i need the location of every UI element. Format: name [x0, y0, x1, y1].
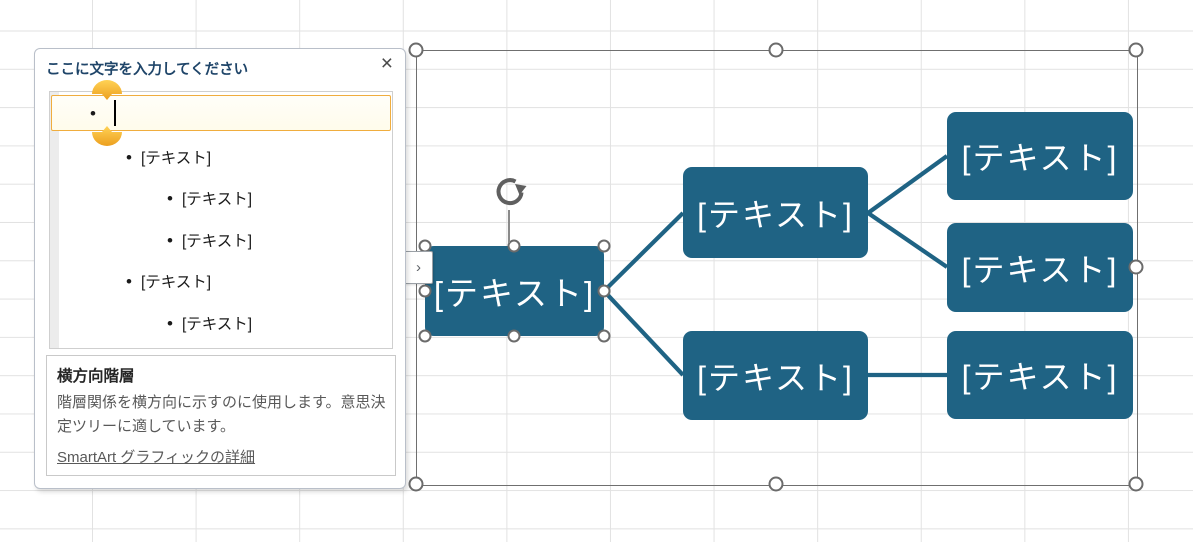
chevron-right-icon: ›	[416, 259, 421, 276]
canvas-resize-handle-top-left[interactable]	[408, 42, 424, 58]
text-pane-toggle-button[interactable]: ›	[404, 251, 433, 284]
smartart-node-leaf-top[interactable]: [テキスト]	[947, 112, 1133, 200]
outline-entry-text: [テキスト]	[181, 233, 253, 250]
outline-entry-text: [テキスト]	[181, 191, 253, 208]
bullet-icon: •	[126, 271, 132, 291]
smartart-node-branch-top[interactable]: [テキスト]	[683, 167, 868, 258]
smartart-details-link[interactable]: SmartArt グラフィックの詳細	[57, 449, 256, 466]
outline-entry-text: [テキスト]	[140, 150, 212, 167]
canvas-resize-handle-top-right[interactable]	[1128, 42, 1144, 58]
node-resize-handle-middle-right[interactable]	[597, 284, 611, 298]
bullet-icon: •	[167, 313, 173, 333]
smartart-node-leaf-bottom[interactable]: [テキスト]	[947, 331, 1133, 419]
rotate-handle-stem	[508, 210, 510, 243]
text-pane-outline[interactable]: • • [テキスト] • [テキスト] • [テキスト] • [テキスト] •	[49, 91, 393, 349]
text-cursor	[113, 100, 116, 126]
smartart-node-branch-bottom[interactable]: [テキスト]	[683, 331, 868, 420]
layout-name: 横方向階層	[57, 368, 135, 385]
node-resize-handle-top-middle[interactable]	[507, 239, 521, 253]
node-resize-handle-middle-left[interactable]	[418, 284, 432, 298]
bullet-icon: •	[126, 147, 132, 167]
smartart-node-root[interactable]: [テキスト]	[425, 246, 604, 336]
rotate-icon[interactable]	[492, 174, 528, 212]
layout-info-panel: 横方向階層 階層関係を横方向に示すのに使用します。意思決定ツリーに適しています。…	[46, 355, 396, 476]
drag-grip-top-icon[interactable]	[92, 80, 122, 100]
bullet-icon: •	[167, 188, 173, 208]
canvas-resize-handle-bottom-left[interactable]	[408, 476, 424, 492]
outline-entry[interactable]: • [テキスト]	[50, 230, 392, 251]
canvas-resize-handle-bottom-middle[interactable]	[768, 476, 784, 492]
canvas-resize-handle-bottom-right[interactable]	[1128, 476, 1144, 492]
smartart-text-pane: ここに文字を入力してください × • • [テキスト] • [テキスト] • […	[34, 48, 406, 489]
layout-description: 階層関係を横方向に示すのに使用します。意思決定ツリーに適しています。	[57, 394, 386, 435]
outline-entry-text: [テキスト]	[181, 316, 253, 333]
close-icon[interactable]: ×	[380, 52, 393, 75]
node-resize-handle-bottom-right[interactable]	[597, 329, 611, 343]
smartart-node-leaf-middle[interactable]: [テキスト]	[947, 223, 1133, 312]
node-resize-handle-bottom-middle[interactable]	[507, 329, 521, 343]
outline-entry[interactable]: • [テキスト]	[50, 271, 392, 292]
node-resize-handle-bottom-left[interactable]	[418, 329, 432, 343]
outline-entry[interactable]: • [テキスト]	[50, 147, 392, 168]
outline-entry-selected[interactable]: •	[51, 95, 391, 131]
bullet-icon: •	[90, 103, 96, 123]
text-pane-title: ここに文字を入力してください	[46, 62, 249, 78]
drag-grip-bottom-icon[interactable]	[92, 126, 122, 146]
outline-gutter	[50, 92, 59, 348]
canvas-resize-handle-middle-right[interactable]	[1128, 259, 1144, 275]
selection-grips	[92, 80, 122, 146]
outline-entry-text: [テキスト]	[140, 274, 212, 291]
bullet-icon: •	[167, 230, 173, 250]
outline-entry[interactable]: • [テキスト]	[50, 313, 392, 334]
node-resize-handle-top-right[interactable]	[597, 239, 611, 253]
outline-entry[interactable]: • [テキスト]	[50, 188, 392, 209]
canvas-resize-handle-top-middle[interactable]	[768, 42, 784, 58]
